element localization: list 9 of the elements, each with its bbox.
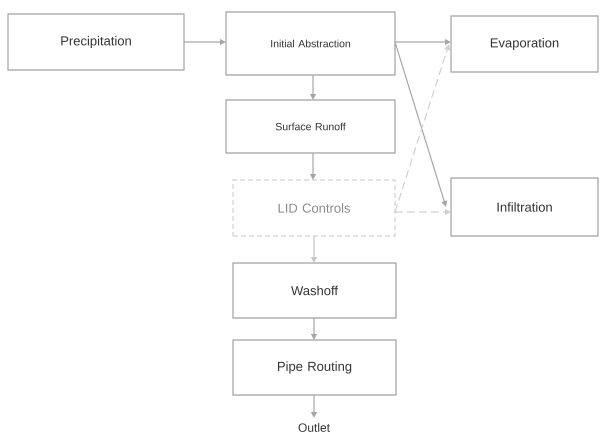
process-box: Surface Runoff <box>225 99 396 154</box>
outlet-label: Outlet <box>298 423 330 432</box>
process-box: Precipitation <box>7 13 185 71</box>
process-box: Evaporation <box>450 15 599 73</box>
process-box: Pipe Routing <box>232 339 397 396</box>
process-box: LID Controls <box>232 179 396 237</box>
process-box: Initial Abstraction <box>225 11 396 76</box>
process-box: Infiltration <box>450 177 599 237</box>
process-box: Washoff <box>232 262 397 319</box>
